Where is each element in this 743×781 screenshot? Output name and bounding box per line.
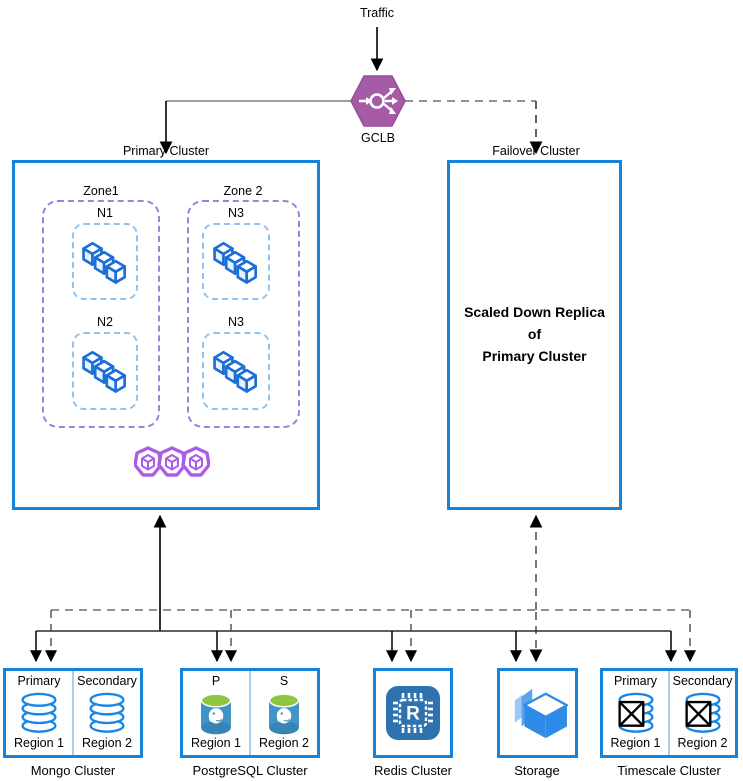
timescale-database-icon xyxy=(616,692,656,739)
workload-cubes-icon xyxy=(82,241,126,284)
postgres-cluster-box: P Region 1 S xyxy=(180,668,320,758)
redis-cluster-box: R xyxy=(373,668,453,758)
zone2-node2-label: N3 xyxy=(228,315,244,329)
zone1-box xyxy=(42,200,160,428)
zone1-label: Zone1 xyxy=(83,184,119,198)
timescale-primary-label: Primary xyxy=(613,674,658,688)
zone2-node1-box xyxy=(202,223,270,300)
failover-description: Scaled Down Replica of Primary Cluster xyxy=(464,304,605,364)
redis-chip-letter: R xyxy=(406,704,420,725)
timescale-cluster-box: Primary Region 1 Seconda xyxy=(600,668,738,758)
zone1-node1-label: N1 xyxy=(97,206,113,220)
workload-cubes-icon xyxy=(213,241,257,284)
mongo-region1-label: Region 1 xyxy=(13,736,65,750)
mongo-region2-label: Region 2 xyxy=(81,736,133,750)
zone2-label: Zone 2 xyxy=(223,184,263,198)
postgres-secondary-label: S xyxy=(279,674,289,688)
timescale-secondary-half: Secondary Region 2 xyxy=(668,671,735,755)
mongo-cluster-label: Mongo Cluster xyxy=(30,763,116,778)
timescale-secondary-label: Secondary xyxy=(672,674,733,688)
postgres-primary-label: P xyxy=(211,674,221,688)
postgresql-icon xyxy=(266,692,302,741)
postgresql-icon xyxy=(198,692,234,741)
mongo-primary-label: Primary xyxy=(17,674,61,688)
failover-cluster-box: Scaled Down Replica of Primary Cluster xyxy=(447,160,622,510)
storage-label: Storage xyxy=(514,763,560,778)
zone2-box xyxy=(187,200,300,428)
zone2-node2-box xyxy=(202,332,270,410)
workload-cubes-icon xyxy=(213,350,257,393)
zone1-node2-label: N2 xyxy=(97,315,113,329)
zone2-node1-label: N3 xyxy=(228,206,244,220)
mongo-secondary-label: Secondary xyxy=(77,674,137,688)
postgres-region1-label: Region 1 xyxy=(190,736,242,750)
primary-cluster-label: Primary Cluster xyxy=(122,144,210,158)
mongo-primary-half: Primary Region 1 xyxy=(6,671,72,755)
redis-memorystore-icon: R xyxy=(386,686,440,740)
pods-row xyxy=(133,446,211,480)
gclb-node xyxy=(350,75,406,127)
load-balancer-icon xyxy=(350,75,406,127)
database-icon xyxy=(87,692,127,739)
workload-cubes-icon xyxy=(82,350,126,393)
mongo-cluster-box: Primary Region 1 Secondary xyxy=(3,668,143,758)
postgres-secondary-half: S Region 2 xyxy=(249,671,317,755)
mongo-secondary-half: Secondary Region 2 xyxy=(72,671,140,755)
cloud-storage-icon xyxy=(514,688,568,739)
zone1-node2-box xyxy=(72,332,138,410)
timescale-primary-half: Primary Region 1 xyxy=(603,671,668,755)
timescale-cluster-label: Timescale Cluster xyxy=(617,763,721,778)
zone1-node1-box xyxy=(72,223,138,300)
redis-cluster-label: Redis Cluster xyxy=(373,763,453,778)
gclb-label: GCLB xyxy=(360,131,396,145)
postgres-region2-label: Region 2 xyxy=(258,736,310,750)
traffic-label: Traffic xyxy=(359,6,395,20)
timescale-database-icon xyxy=(683,692,723,739)
postgres-cluster-label: PostgreSQL Cluster xyxy=(192,763,308,778)
postgres-primary-half: P Region 1 xyxy=(183,671,249,755)
timescale-region1-label: Region 1 xyxy=(610,736,661,750)
pods-icon xyxy=(133,446,211,477)
storage-box xyxy=(497,668,578,758)
failover-cluster-label: Failover Cluster xyxy=(492,144,580,158)
database-icon xyxy=(19,692,59,739)
timescale-region2-label: Region 2 xyxy=(677,736,728,750)
